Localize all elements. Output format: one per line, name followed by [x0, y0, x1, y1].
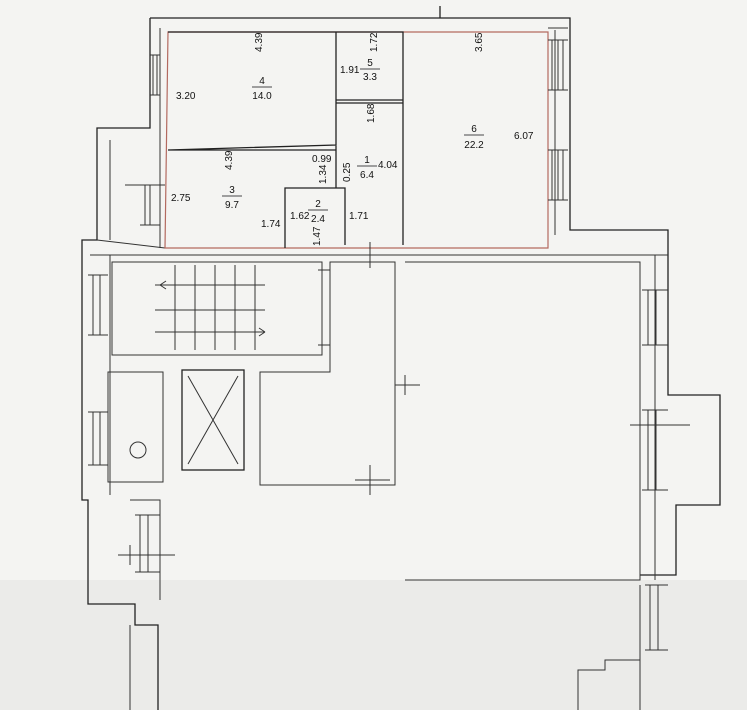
dim-r3-bottom: 1.74 [261, 219, 281, 230]
dim-r2-left: 1.62 [290, 211, 310, 222]
dim-r2-right: 1.71 [349, 211, 369, 222]
outer-wall [81, 6, 721, 710]
svg-text:2: 2 [315, 199, 321, 210]
room-label-one: 1 6.4 [357, 155, 377, 181]
room-label-4: 4 14.0 [252, 76, 272, 102]
utility-room [107, 371, 164, 483]
room-label-6: 6 22.2 [464, 124, 484, 151]
svg-text:2.4: 2.4 [311, 214, 325, 225]
svg-text:3: 3 [229, 185, 235, 196]
dim-r1-gap: 0.25 [342, 162, 353, 182]
door-marks [118, 184, 690, 565]
svg-text:5: 5 [367, 58, 373, 69]
elevator-shaft [181, 369, 245, 471]
dim-r4-top: 4.39 [254, 32, 265, 52]
room-label-2: 2 2.4 [308, 199, 328, 225]
interior-walls [167, 31, 404, 248]
svg-text:9.7: 9.7 [225, 200, 239, 211]
pipe-symbol [129, 441, 147, 459]
dim-r3-b: 1.34 [318, 164, 329, 184]
svg-text:6.4: 6.4 [360, 170, 374, 181]
svg-text:1: 1 [364, 155, 370, 166]
stair-arrows [159, 280, 266, 337]
dim-r5-left: 1.91 [340, 65, 360, 76]
dim-r6-right: 6.07 [514, 131, 534, 142]
dim-r1-right: 4.04 [378, 160, 398, 171]
stair-core [111, 261, 323, 356]
svg-text:14.0: 14.0 [252, 91, 272, 102]
svg-text:6: 6 [471, 124, 477, 135]
apartment-outline [164, 31, 549, 249]
dim-r6-top: 3.65 [474, 32, 485, 52]
svg-text:3.3: 3.3 [363, 72, 377, 83]
svg-text:22.2: 22.2 [464, 140, 484, 151]
elevator-cross [187, 375, 239, 465]
dim-r2-bottom: 1.47 [312, 226, 323, 246]
dim-r3-left: 2.75 [171, 193, 191, 204]
room-label-5: 5 3.3 [360, 58, 380, 83]
dim-r3-a: 0.99 [312, 154, 332, 165]
svg-text:4: 4 [259, 76, 265, 87]
paper-fold [0, 580, 747, 710]
lobby [259, 261, 641, 581]
dim-r4-left: 3.20 [176, 91, 196, 102]
dim-r1-top: 1.68 [366, 103, 377, 123]
room-label-3: 3 9.7 [222, 185, 242, 211]
dim-r5-top: 1.72 [369, 32, 380, 52]
dim-r3-top: 4.39 [224, 150, 235, 170]
